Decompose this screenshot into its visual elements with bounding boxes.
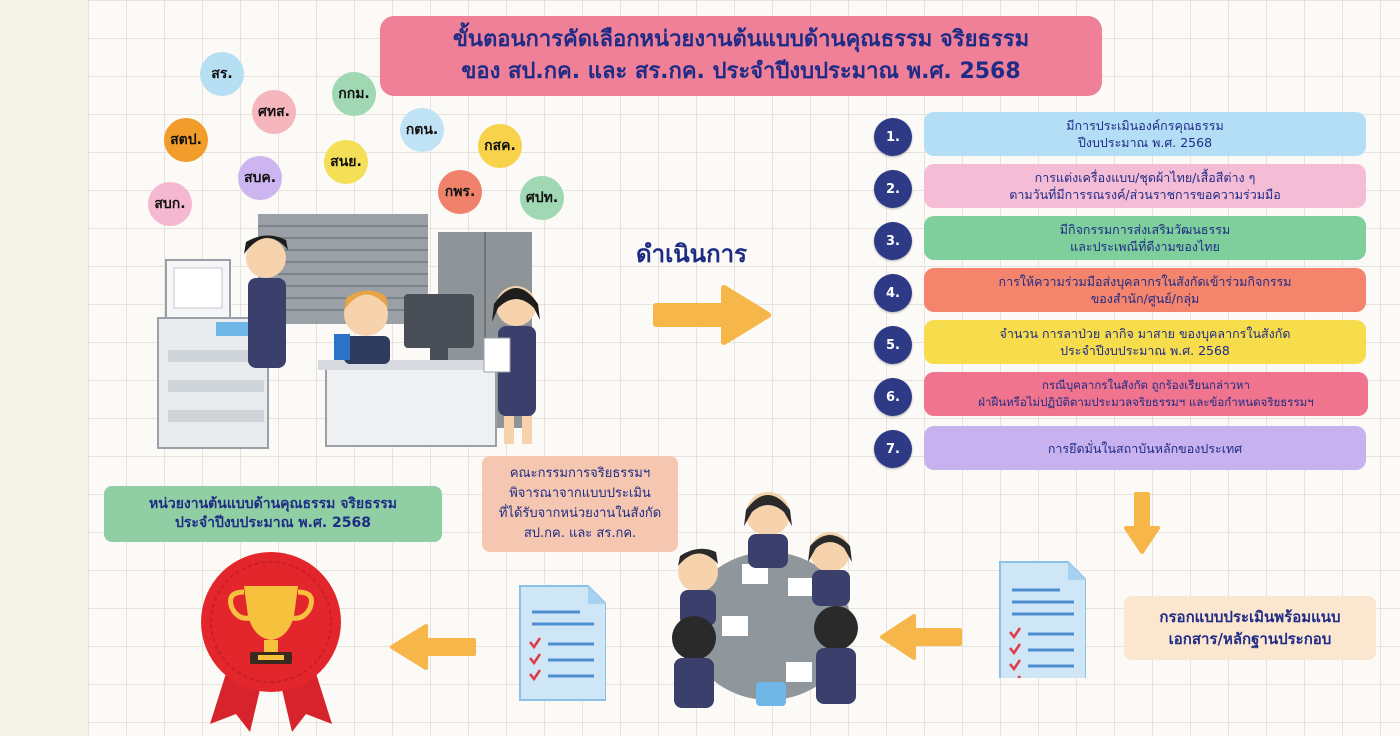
office-illustration	[157, 214, 540, 449]
step-bar: กรณีบุคลากรในสังกัด ถูกร้องเรียนกล่าวหา …	[924, 372, 1368, 416]
fill-form-line-1: กรอกแบบประเมินพร้อมแนบ	[1159, 608, 1341, 626]
step-text-line-2: ของสำนัก/ศูนย์/กลุ่ม	[1090, 291, 1200, 306]
step-number: 6.	[874, 378, 912, 416]
action-label: ดำเนินการ	[636, 240, 747, 268]
step-text-line-2: ปีงบประมาณ พ.ศ. 2568	[1077, 135, 1213, 150]
result-label: หน่วยงานต้นแบบด้านคุณธรรม จริยธรรม ประจำ…	[104, 486, 442, 542]
agency-bubble: สบค.	[238, 156, 282, 200]
step-text-line-2: และประเพณีที่ดีงามของไทย	[1070, 239, 1220, 254]
step-bar: มีการประเมินองค์กรคุณธรรม ปีงบประมาณ พ.ศ…	[924, 112, 1366, 156]
page-title: ขั้นตอนการคัดเลือกหน่วยงานต้นแบบด้านคุณธ…	[380, 16, 1102, 96]
step-text-line-2: ฝ่าฝืนหรือไม่ปฏิบัติตามประมวลจริยธรรมฯ แ…	[978, 395, 1314, 409]
agency-bubble: สตป.	[164, 118, 208, 162]
step-text-line-1: การยึดมั่นในสถาบันหลักของประเทศ	[1047, 440, 1243, 456]
step-text-line-1: จำนวน การลาป่วย ลากิจ มาสาย ของบุคลากรใน…	[999, 326, 1291, 341]
agency-bubble: สร.	[200, 52, 244, 96]
step-number: 3.	[874, 222, 912, 260]
step-bar: การยึดมั่นในสถาบันหลักของประเทศ	[924, 426, 1366, 470]
step-number: 1.	[874, 118, 912, 156]
title-line-1: ขั้นตอนการคัดเลือกหน่วยงานต้นแบบด้านคุณธ…	[452, 27, 1030, 52]
committee-label: คณะกรรมการจริยธรรมฯ พิจารณาจากแบบประเมิน…	[482, 456, 678, 552]
trophy-medal-icon	[201, 552, 341, 732]
committee-line-4: สป.กค. และ สร.กค.	[523, 526, 637, 541]
committee-line-2: พิจารณาจากแบบประเมิน	[509, 486, 651, 501]
step-number: 4.	[874, 274, 912, 312]
agency-bubble: กสค.	[478, 124, 522, 168]
agency-bubble: สบก.	[148, 182, 192, 226]
title-line-2: ของ สป.กค. และ สร.กค. ประจำปีงบประมาณ พ.…	[461, 59, 1021, 84]
step-number: 7.	[874, 430, 912, 468]
form-document-icon	[999, 561, 1086, 678]
down-arrow-icon	[1124, 492, 1160, 554]
step-text-line-1: การให้ความร่วมมือส่งบุคลากรในสังกัดเข้าร…	[998, 274, 1292, 289]
agency-bubble: กกม.	[332, 72, 376, 116]
step-bar: การให้ความร่วมมือส่งบุคลากรในสังกัดเข้าร…	[924, 268, 1366, 312]
right-arrow-icon	[653, 285, 771, 345]
step-bar: การแต่งเครื่องแบบ/ชุดผ้าไทย/เสื้อสีต่าง …	[924, 164, 1366, 208]
step-text-line-2: ประจำปีงบประมาณ พ.ศ. 2568	[1060, 343, 1230, 358]
fill-form-line-2: เอกสาร/หลักฐานประกอบ	[1168, 630, 1332, 648]
diagram-canvas: ขั้นตอนการคัดเลือกหน่วยงานต้นแบบด้านคุณธ…	[88, 0, 1400, 736]
agency-bubble: ศปท.	[520, 176, 564, 220]
agency-bubble: กตน.	[400, 108, 444, 152]
step-number: 2.	[874, 170, 912, 208]
step-text-line-1: มีกิจกรรมการส่งเสริมวัฒนธรรม	[1059, 222, 1231, 237]
form-document-icon	[519, 585, 606, 701]
committee-line-1: คณะกรรมการจริยธรรมฯ	[509, 466, 651, 481]
agency-bubble: สนย.	[324, 140, 368, 184]
step-text-line-1: กรณีบุคลากรในสังกัด ถูกร้องเรียนกล่าวหา	[1042, 378, 1250, 392]
left-arrow-icon	[390, 624, 476, 670]
agency-bubble: ศทส.	[252, 90, 296, 134]
fill-form-label: กรอกแบบประเมินพร้อมแนบ เอกสาร/หลักฐานประ…	[1124, 596, 1376, 660]
step-bar: จำนวน การลาป่วย ลากิจ มาสาย ของบุคลากรใน…	[924, 320, 1366, 364]
meeting-illustration	[672, 492, 858, 708]
step-text-line-1: มีการประเมินองค์กรคุณธรรม	[1066, 118, 1224, 133]
agency-bubble: กพร.	[438, 170, 482, 214]
step-text-line-2: ตามวันที่มีการรณรงค์/ส่วนราชการขอความร่ว…	[1009, 187, 1281, 202]
step-number: 5.	[874, 326, 912, 364]
step-text-line-1: การแต่งเครื่องแบบ/ชุดผ้าไทย/เสื้อสีต่าง …	[1034, 170, 1256, 185]
result-line-1: หน่วยงานต้นแบบด้านคุณธรรม จริยธรรม	[149, 496, 397, 512]
committee-line-3: ที่ได้รับจากหน่วยงานในสังกัด	[498, 506, 662, 521]
step-bar: มีกิจกรรมการส่งเสริมวัฒนธรรม และประเพณีท…	[924, 216, 1366, 260]
result-line-2: ประจำปีงบประมาณ พ.ศ. 2568	[174, 515, 372, 531]
left-arrow-icon	[880, 614, 962, 660]
